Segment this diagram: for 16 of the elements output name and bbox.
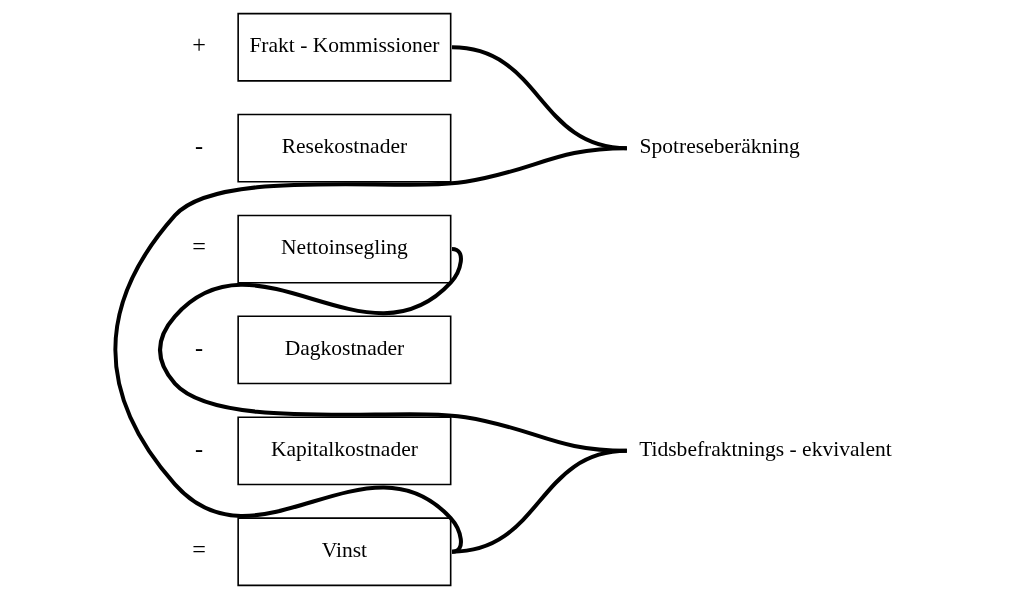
connector (113, 146, 627, 554)
node-label: = (192, 232, 206, 260)
node-box: Vinst (237, 517, 452, 587)
node-box: Kapitalkostnader (237, 416, 452, 486)
node-box: Nettoinsegling (237, 214, 452, 284)
node-box: Resekostnader (237, 113, 452, 183)
node-box: Frakt - Kommissioner (237, 12, 452, 82)
node-label: - (195, 434, 204, 462)
node-label: = (192, 535, 206, 563)
node-label: + (192, 31, 206, 59)
node-label: - (195, 333, 204, 361)
node-text: Tidsbefraktnings - ekvivalent (639, 436, 892, 461)
node-text: Spotreseberäkning (639, 134, 800, 159)
node-box: Dagkostnader (237, 315, 452, 385)
connector (451, 448, 628, 554)
node-label: - (195, 132, 204, 160)
